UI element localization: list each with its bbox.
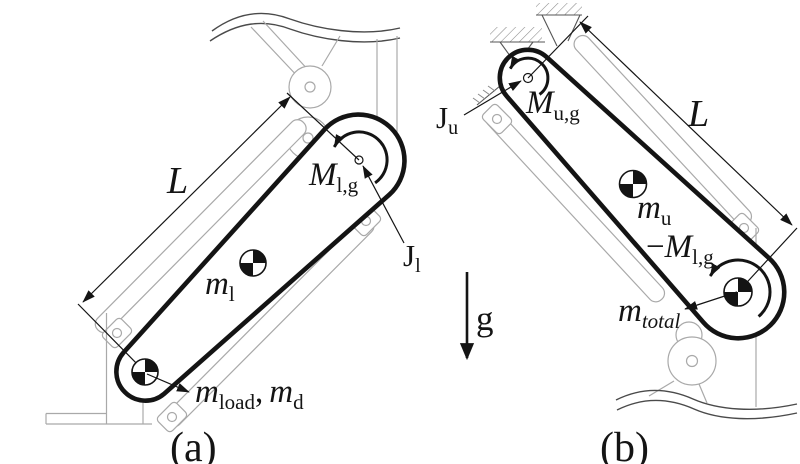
witness-line-a-bottom xyxy=(77,303,146,373)
break-line-top-a xyxy=(211,12,401,33)
bracket-plate-a2 xyxy=(156,401,188,433)
frame-strut-b2 xyxy=(698,383,708,404)
dimension-line-a xyxy=(82,96,291,303)
center-of-mass-icon xyxy=(239,249,267,277)
moment-arrow-b-bottom xyxy=(709,258,772,318)
label-length-a: L xyxy=(166,160,188,202)
label-reaction-moment-b: −Ml,g xyxy=(646,229,714,269)
pulley-b-hole xyxy=(685,354,699,368)
witness-line-a-top xyxy=(286,92,360,161)
label-inertia-b: Ju xyxy=(436,100,458,139)
joint-axis-hole-b xyxy=(522,72,534,84)
frame-strut-a2 xyxy=(262,20,312,74)
center-of-mass-icon xyxy=(723,277,753,307)
moment-arrow-a xyxy=(332,130,389,185)
moment-arrow-b-top xyxy=(508,55,550,96)
dimension-L-a xyxy=(77,92,360,373)
inertia-leader-b xyxy=(463,80,522,116)
total-mass-arrow-b xyxy=(684,291,738,310)
center-of-mass-icon xyxy=(618,169,648,199)
bracket-plate-b1 xyxy=(481,103,513,135)
frame-strut-a3 xyxy=(321,35,341,67)
dimension-line-b xyxy=(579,21,793,226)
bracket-plate-a1 xyxy=(101,317,133,349)
load-mass-arrow-a xyxy=(146,373,190,393)
frame-strut-a1 xyxy=(250,26,302,81)
center-of-mass-icon xyxy=(131,358,159,386)
break-line-top-a2 xyxy=(209,22,401,43)
ground-hatch-b2 xyxy=(490,27,542,42)
break-line-bottom-b xyxy=(615,389,798,410)
witness-line-b-top xyxy=(527,15,589,79)
label-link-mass-a: ml xyxy=(205,266,235,306)
support-edge-b1 xyxy=(541,14,558,47)
ground-hatch-b1 xyxy=(536,3,582,15)
wall-hatch-small-b xyxy=(472,85,501,106)
label-link-mass-b: mu xyxy=(637,190,672,230)
panel-b: Ju Mu,g L mu −Ml,g mtotal (b) xyxy=(436,3,798,464)
pulley-upper-a-hole xyxy=(304,81,316,93)
break-line-bottom-b2 xyxy=(616,399,798,420)
joint-axis-hole-a xyxy=(354,155,364,165)
caption-panel-b: (b) xyxy=(600,425,649,464)
inertia-leader-a xyxy=(362,165,405,244)
label-inertia-a: Jl xyxy=(403,238,421,277)
gravity-indicator: g xyxy=(459,272,494,361)
pulley-lower-a-hole xyxy=(302,132,314,144)
label-load-mass-a: mload,md xyxy=(195,374,304,414)
label-moment-b: Mu,g xyxy=(525,85,580,125)
support-edge-b2 xyxy=(567,14,581,42)
label-moment-a: Ml,g xyxy=(308,157,359,197)
label-gravity: g xyxy=(476,299,494,338)
caption-panel-a: (a) xyxy=(170,425,217,464)
label-total-mass-b: mtotal xyxy=(618,293,681,333)
frame-strut-b1 xyxy=(648,380,675,397)
label-length-b: L xyxy=(687,93,709,135)
panel-a: L Ml,g Jl ml mload,md (a) xyxy=(45,12,421,464)
